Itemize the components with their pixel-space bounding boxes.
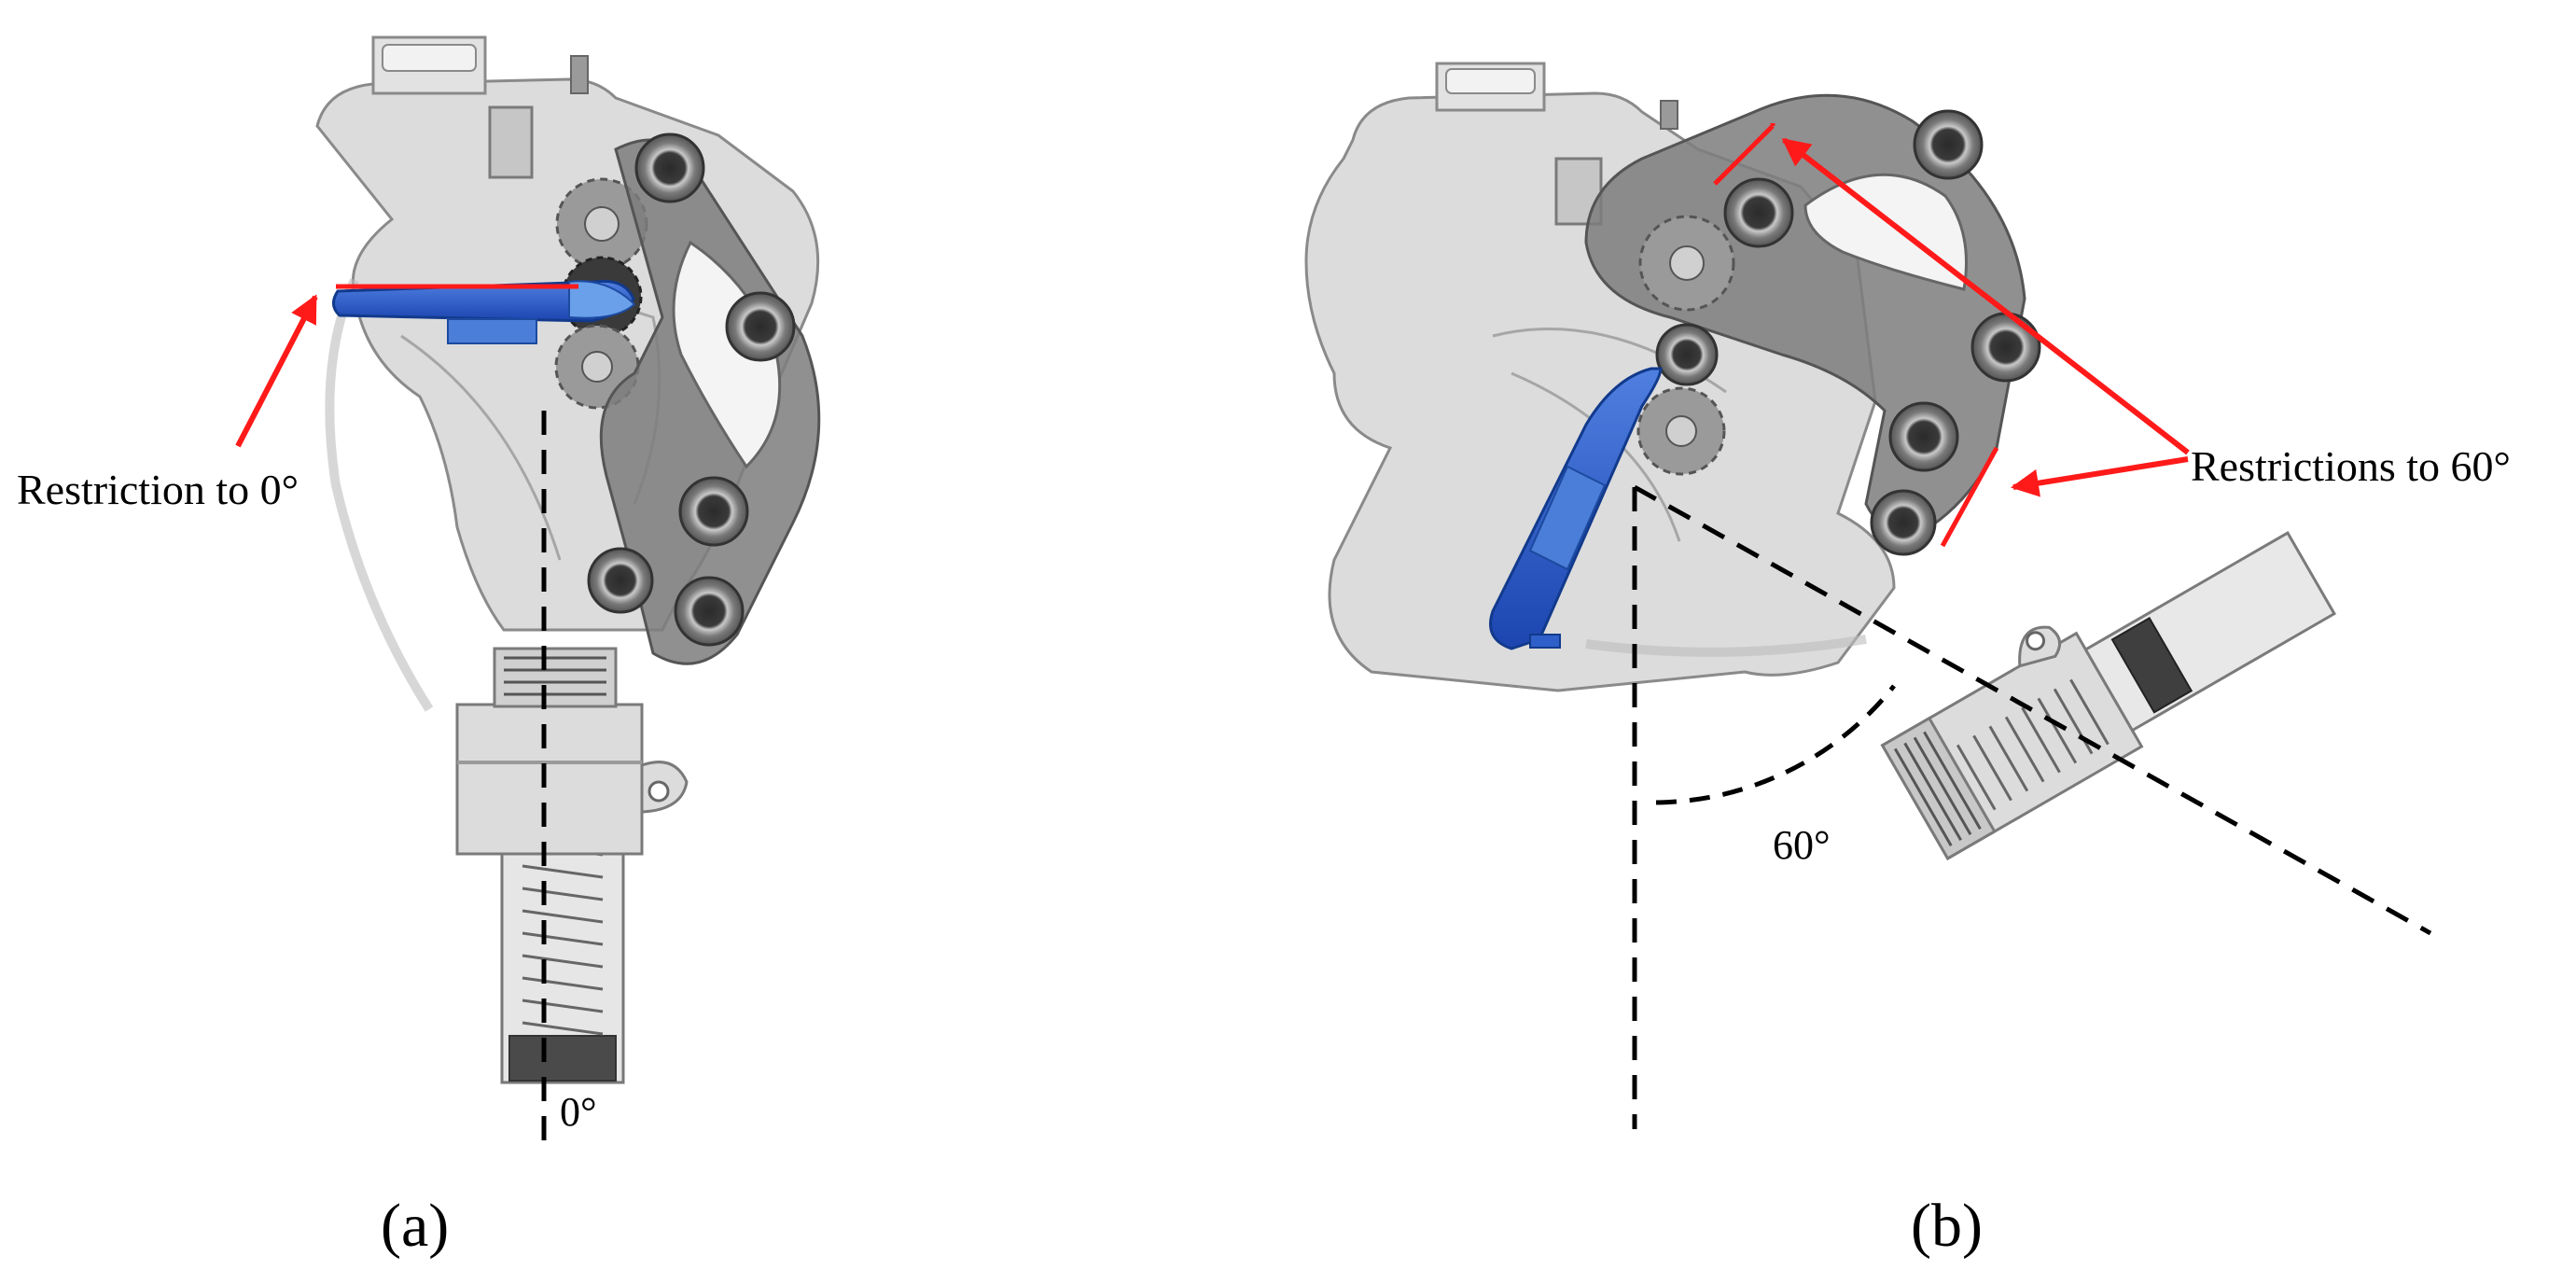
bearing — [634, 133, 705, 203]
panel-b: Restrictions to 60° 60° (b) — [1304, 62, 2511, 1260]
axis-dashed-tilted-b — [1633, 484, 2432, 936]
bearing — [1888, 401, 1959, 472]
pylon-tube-b — [1880, 530, 2336, 861]
annotation-restriction-a: Restriction to 0° — [17, 466, 299, 513]
bearing — [1723, 177, 1794, 248]
panel-label-b: (b) — [1911, 1192, 1983, 1260]
bearings-a — [587, 133, 796, 647]
bearing — [1913, 109, 1984, 180]
bearing — [587, 547, 654, 614]
gears-b — [1636, 215, 1735, 476]
panel-label-a: (a) — [381, 1192, 449, 1260]
angle-label-a: 0° — [560, 1089, 597, 1135]
restriction-line-b3 — [1940, 446, 1999, 548]
bearing — [725, 291, 796, 362]
bearing — [1655, 323, 1719, 386]
restriction-arrow-a — [235, 294, 318, 448]
restriction-arrow-b1 — [1781, 137, 2190, 455]
angle-arc-b — [1655, 684, 1896, 805]
blue-stop-b — [1489, 367, 1663, 650]
bearing — [674, 576, 745, 647]
blue-stop-a — [332, 279, 636, 344]
panel-a: Restriction to 0° 0° (a) — [17, 35, 821, 1260]
annotation-restrictions-b: Restrictions to 60° — [2191, 442, 2511, 490]
bearings-b — [1655, 109, 2041, 556]
angle-label-b: 60° — [1773, 822, 1831, 868]
lower-clamp-a — [455, 647, 689, 856]
bearing — [1870, 489, 1937, 556]
restriction-arrow-b2 — [2011, 456, 2189, 497]
restriction-line-b1 — [1713, 124, 1775, 186]
bearing — [1970, 312, 2041, 383]
bearing — [678, 476, 749, 547]
